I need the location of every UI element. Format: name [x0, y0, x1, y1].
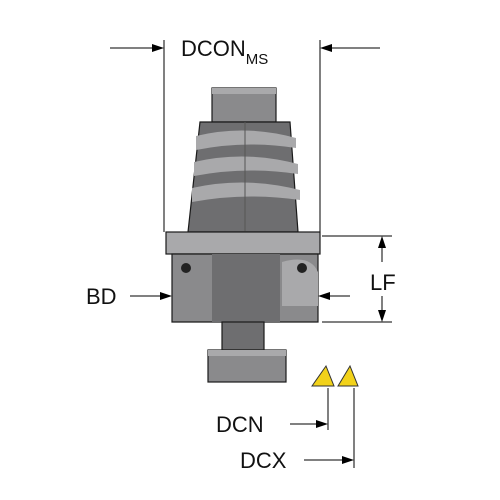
lf-label: LF	[370, 270, 396, 295]
lf-dimension: LF	[322, 235, 396, 323]
insert-dcx	[337, 364, 359, 387]
lf-bottom-arrow-head	[378, 310, 386, 322]
bottom-cylinder-highlight	[208, 350, 286, 356]
dcon-left-arrow-head	[152, 44, 164, 52]
insert-dcn	[311, 364, 335, 387]
dcn-label: DCN	[216, 412, 264, 437]
dcx-arrow-head	[342, 456, 354, 464]
bd-right-arrow-head	[318, 292, 330, 300]
dcon-dimension: DCONMS	[110, 36, 380, 232]
dcn-dimension: DCN	[216, 388, 329, 437]
head-chip-pocket	[282, 259, 318, 306]
thread-ridge-1	[196, 130, 296, 150]
neck	[221, 321, 265, 351]
bd-label: BD	[86, 284, 117, 309]
thread-ridge-2	[194, 156, 298, 176]
tool-body	[165, 87, 321, 383]
dcon-label: DCONMS	[181, 36, 268, 68]
inserts	[311, 364, 359, 387]
head-front-face	[212, 254, 280, 322]
dcon-right-arrow-head	[320, 44, 332, 52]
top-cylinder-highlight	[212, 88, 276, 94]
bd-left-arrow-head	[160, 292, 172, 300]
thread-ridge-3	[192, 182, 300, 202]
screw-hole-right	[297, 263, 307, 273]
flange	[165, 231, 321, 255]
screw-hole-left	[181, 263, 191, 273]
dcn-arrow-head	[316, 420, 328, 428]
dcx-dimension: DCX	[240, 388, 355, 473]
lf-top-arrow-head	[378, 236, 386, 248]
bd-dimension: BD	[86, 284, 350, 309]
dcx-label: DCX	[240, 448, 287, 473]
